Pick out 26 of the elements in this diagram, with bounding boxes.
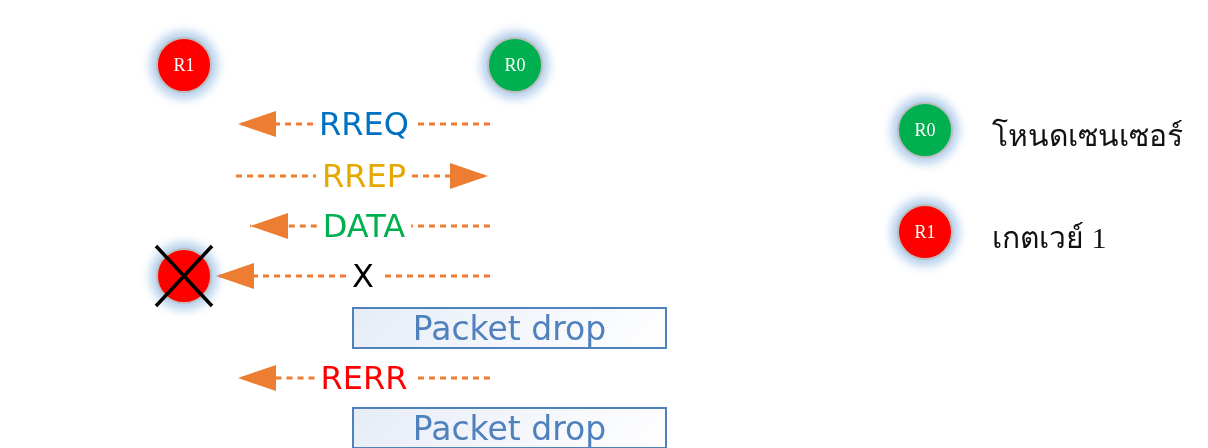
- message-label: RERR: [318, 362, 410, 394]
- packet-drop-box: [352, 407, 667, 448]
- message-label: DATA: [320, 210, 408, 242]
- node-label: R0: [914, 119, 936, 141]
- node-label: R1: [914, 221, 936, 243]
- dashed-arrow: [412, 163, 488, 189]
- legend-text: โหนดเซนเซอร์: [992, 117, 1183, 154]
- gateway-node-circle: [897, 204, 953, 260]
- node-label: R1: [173, 54, 195, 76]
- dashed-arrow: [238, 365, 315, 391]
- dashed-arrow: [250, 213, 317, 239]
- message-label: X: [350, 260, 376, 292]
- dashed-arrow: [238, 111, 314, 137]
- node-label: R0: [504, 54, 526, 76]
- message-label: RREP: [320, 160, 408, 192]
- gateway-node-circle: [156, 37, 212, 93]
- sensor-node-circle: [487, 37, 543, 93]
- box-text: Packet drop: [412, 311, 607, 345]
- message-label: RREQ: [317, 108, 411, 140]
- box-text: Packet drop: [412, 411, 607, 445]
- legend-text: เกตเวย์ 1: [992, 220, 1107, 256]
- dashed-line: [236, 174, 316, 178]
- sensor-node-circle: [897, 102, 953, 158]
- dashed-arrow: [216, 263, 347, 289]
- packet-drop-box: [352, 307, 667, 349]
- dashed-line: [411, 224, 490, 228]
